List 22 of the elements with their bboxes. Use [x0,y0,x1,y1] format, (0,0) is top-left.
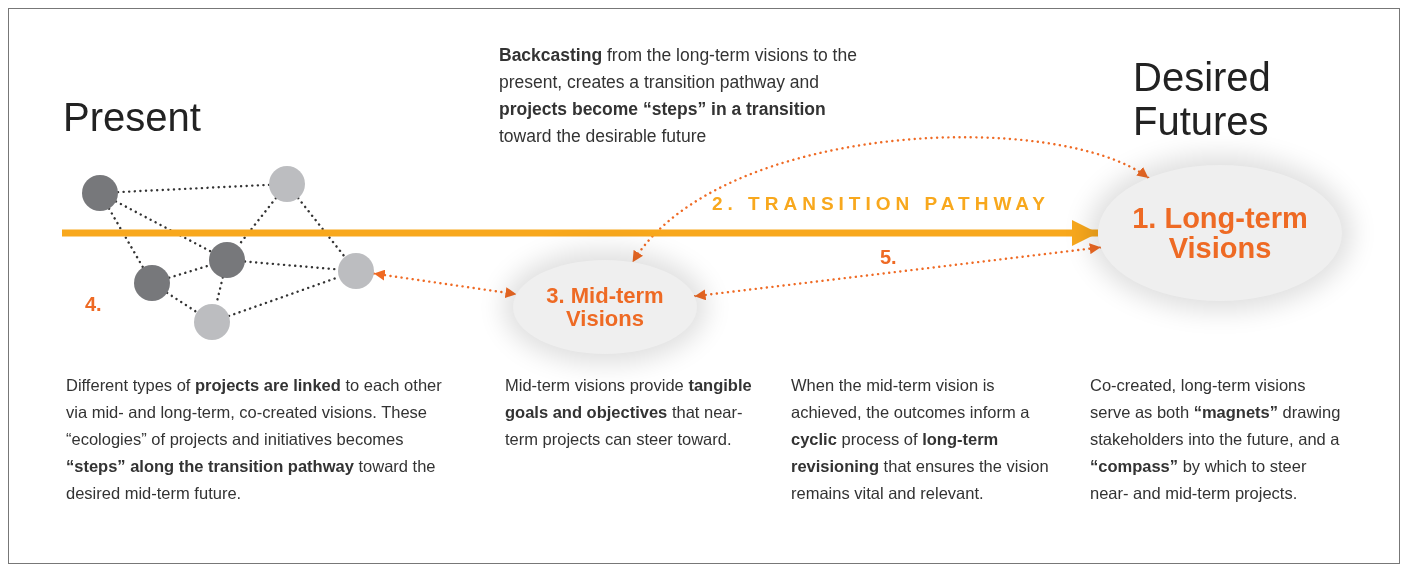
vision-label: 1. Long-term Visions [1131,202,1309,264]
dotted-arrow [693,243,1102,301]
project-circle [82,175,118,211]
project-circle [338,253,374,289]
dotted-line [114,200,213,253]
project-circle [134,265,170,301]
section-heading: Desired Futures [1133,55,1272,143]
description-text: When the mid-term vision is achieved, the outcomes inform a cyclic process of long-term revisioning that ensures the vision remains vital and relevant. [791,375,1050,504]
annotation-text: Backcasting from the long-term visions to the present, creates a transition pathway and projects become “steps” in a transition toward the desirable future [499,44,858,149]
project-circle [194,304,230,340]
vision-label: 3. Mid-term Visions [545,283,665,331]
description-text: Different types of projects are linked to each other via mid- and long-term, co-created visions. These “ecologies” of projects and initiatives becomes “steps” along the transition pathway toward the desired mid-term future. [66,375,443,504]
dotted-line [107,207,145,269]
dotted-line [165,291,199,314]
description-text: Mid-term visions provide tangible goals and objectives that near-term projects can steer toward. [505,375,753,450]
dotted-line [168,264,211,279]
dotted-line [116,183,271,194]
project-circle [269,166,305,202]
step-number: 4. [85,292,103,317]
description-text: Co-created, long-term visions serve as both “magnets” drawing stakeholders into the future, and a “compass” by which to steer near- and mid-term projects. [1090,375,1342,504]
section-heading: Present [63,95,202,139]
project-circle [209,242,245,278]
